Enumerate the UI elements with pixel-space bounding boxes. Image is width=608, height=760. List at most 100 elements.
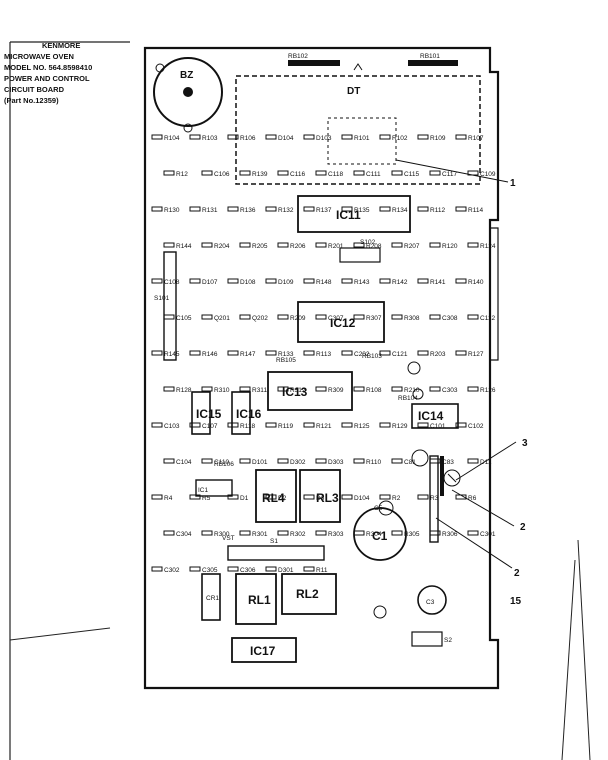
- component-designator: C81: [404, 459, 416, 466]
- component-designator: C301: [480, 531, 496, 538]
- component-designator: D11: [480, 459, 492, 466]
- relay-rl2: [281, 573, 337, 615]
- component-body: [189, 350, 201, 356]
- component-body: [429, 458, 441, 464]
- component-designator: R128: [176, 387, 192, 394]
- component-designator: D104: [354, 495, 370, 502]
- component-body: [189, 134, 201, 140]
- component-designator: R303: [328, 531, 344, 538]
- component-designator: R307: [366, 315, 382, 322]
- vst-label: VST: [222, 535, 235, 542]
- capacitor-c2: [411, 449, 429, 467]
- component-designator: C109: [480, 171, 496, 178]
- component-designator: R141: [430, 279, 446, 286]
- component-body: [391, 242, 403, 248]
- component-designator: R208: [366, 243, 382, 250]
- component-designator: R133: [278, 351, 294, 358]
- component-body: [303, 278, 315, 284]
- component-designator: C307: [328, 315, 344, 322]
- component-designator: R300: [214, 531, 230, 538]
- component-designator: C106: [214, 171, 230, 178]
- component-body: [277, 170, 289, 176]
- component-body: [227, 422, 239, 428]
- board-edge-notch: [490, 227, 499, 361]
- component-designator: R140: [468, 279, 484, 286]
- display-label: DT: [347, 86, 360, 97]
- component-designator: R113: [316, 351, 331, 358]
- component-designator: C111: [366, 171, 381, 178]
- component-body: [353, 530, 365, 536]
- component-designator: D109: [278, 279, 294, 286]
- component-designator: Q202: [252, 315, 268, 322]
- component-body: [151, 206, 163, 212]
- component-designator: C108: [164, 279, 180, 286]
- component-designator: R206: [290, 243, 306, 250]
- component-designator: R302: [290, 531, 306, 538]
- component-body: [379, 422, 391, 428]
- connector-label: S2: [444, 637, 452, 644]
- connector-s1: [227, 545, 325, 561]
- connector-label: S102: [360, 239, 376, 246]
- component-body: [341, 350, 353, 356]
- component-body: [239, 314, 251, 320]
- capacitor-label: C1: [372, 529, 388, 543]
- component-designator: R143: [354, 279, 370, 286]
- connector-s101: [163, 251, 177, 361]
- component-designator: R312: [290, 387, 306, 394]
- component-designator: R142: [392, 279, 408, 286]
- component-body: [227, 350, 239, 356]
- component-body: [353, 386, 365, 392]
- cr1-package: [201, 573, 221, 621]
- component-designator: D2: [278, 495, 287, 502]
- component-body: [341, 278, 353, 284]
- component-body: [277, 386, 289, 392]
- component-body: [417, 422, 429, 428]
- ic-label: IC1: [198, 487, 209, 494]
- relay-label: RL4: [262, 491, 285, 505]
- capacitor-c202: [412, 388, 424, 400]
- pointer-mark: [353, 63, 363, 71]
- component-designator: R204: [214, 243, 230, 250]
- component-designator: R145: [164, 351, 180, 358]
- component-designator: R310: [214, 387, 230, 394]
- component-designator: R2: [392, 495, 401, 502]
- component-designator: R201: [328, 243, 344, 250]
- ic15-package: [191, 391, 211, 435]
- component-body: [315, 314, 327, 320]
- leader-line: [435, 517, 513, 569]
- component-body: [315, 386, 327, 392]
- relay-label: RL3: [316, 491, 339, 505]
- component-body: [239, 170, 251, 176]
- ic-label: IC13: [282, 385, 308, 399]
- component-designator: R112: [430, 207, 445, 214]
- component-designator: R304: [366, 531, 382, 538]
- component-body: [163, 242, 175, 248]
- display-outline: [235, 75, 481, 185]
- component-body: [277, 530, 289, 536]
- component-designator: R131: [202, 207, 218, 214]
- component-body: [391, 386, 403, 392]
- component-body: [341, 134, 353, 140]
- component-designator: R129: [392, 423, 408, 430]
- component-designator: C302: [164, 567, 180, 574]
- component-designator: R146: [202, 351, 218, 358]
- component-designator: R120: [442, 243, 458, 250]
- component-designator: R118: [240, 423, 255, 430]
- adjuster-slot: [447, 473, 457, 483]
- component-body: [151, 422, 163, 428]
- component-designator: D303: [328, 459, 344, 466]
- component-body: [277, 458, 289, 464]
- component-body: [277, 242, 289, 248]
- component-designator: R104: [164, 135, 180, 142]
- component-body: [265, 278, 277, 284]
- callout-number: 3: [522, 438, 528, 449]
- component-designator: R306: [442, 531, 458, 538]
- component-body: [417, 350, 429, 356]
- component-body: [417, 134, 429, 140]
- component-designator: C107: [202, 423, 218, 430]
- cable-strip: [288, 60, 340, 66]
- component-body: [391, 314, 403, 320]
- ic16-package: [231, 391, 251, 435]
- component-body: [189, 422, 201, 428]
